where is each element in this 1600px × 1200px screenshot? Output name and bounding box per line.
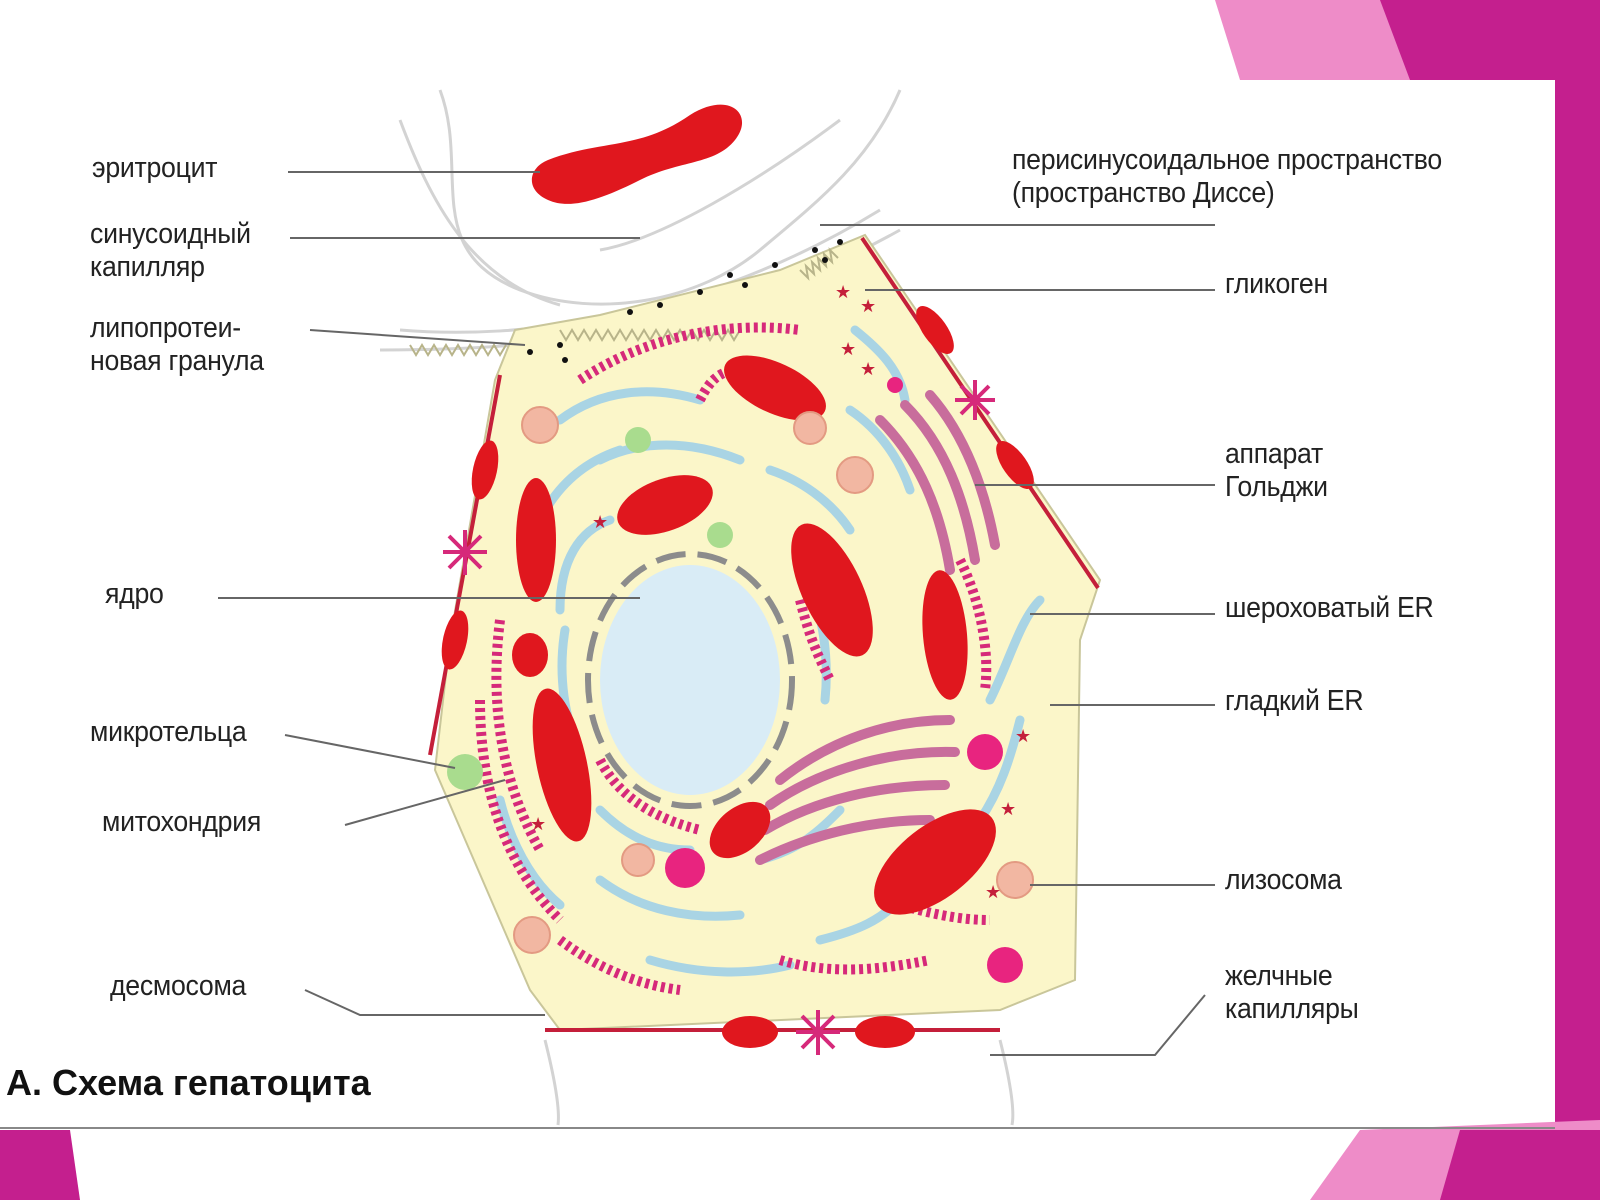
label-golgi: аппарат Гольджи: [1225, 438, 1328, 504]
label-golgi-line2: Гольджи: [1225, 471, 1328, 503]
nuclear-envelope: [585, 551, 795, 809]
bile-capillary: [996, 441, 1034, 489]
label-bile-line2: капилляры: [1225, 993, 1359, 1025]
lipoprotein-granules: [527, 239, 843, 363]
nucleus-shape: [600, 565, 780, 795]
label-sinusoid-line2: капилляр: [90, 251, 205, 283]
bile-capillary: [855, 1016, 915, 1048]
label-lysosome: лизосома: [1225, 864, 1342, 896]
desmosome-shape: [443, 380, 995, 1055]
rough-er: [475, 322, 992, 995]
bile-capillary: [471, 440, 499, 500]
mitochondria: [512, 355, 996, 915]
corner-deco-top-magenta: [1380, 0, 1600, 1130]
microvilli: [409, 247, 839, 357]
label-disse-space: перисинусоидальное пространство (простра…: [1012, 144, 1442, 210]
figure-caption: А. Схема гепатоцита: [6, 1062, 371, 1103]
label-nucleus: ядро: [105, 578, 164, 610]
leader-lines: [218, 171, 1215, 1056]
glycogen-granules: ★★★ ★★★ ★★★: [530, 282, 1031, 903]
neighbour-cell-outline: [543, 1039, 1015, 1126]
bile-capillary: [916, 306, 954, 354]
label-lipoprotein-line2: новая гранула: [90, 345, 264, 377]
label-mitochondrion: митохондрия: [102, 806, 262, 838]
label-desmosome: десмосома: [110, 970, 247, 1002]
corner-deco-bottom-left: [0, 1130, 80, 1200]
bile-capillary: [722, 1016, 778, 1048]
label-disse-line2: (пространство Диссе): [1012, 177, 1275, 209]
corner-deco-bottom-right-dark: [1440, 1130, 1600, 1200]
label-golgi-line1: аппарат: [1225, 438, 1323, 470]
svg-text:★: ★: [1015, 726, 1031, 747]
microbodies: [447, 427, 733, 790]
lysosomes: [513, 406, 1034, 954]
svg-text:★: ★: [860, 296, 876, 317]
vesicles: [665, 377, 1023, 983]
label-lipoprotein-line1: липопротеи-: [90, 312, 241, 344]
svg-text:★: ★: [860, 359, 876, 380]
label-sinusoid-capillary: синусоидный капилляр: [90, 218, 251, 284]
label-disse-line1: перисинусоидальное пространство: [1012, 144, 1442, 176]
svg-text:★: ★: [1000, 799, 1016, 820]
label-sinusoid-line1: синусоидный: [90, 218, 251, 250]
bile-capillary: [441, 610, 469, 670]
label-bile-capillaries: желчные капилляры: [1225, 960, 1359, 1026]
label-erythrocyte: эритроцит: [92, 152, 218, 184]
golgi-stack: [755, 390, 1000, 865]
label-microbodies: микротельца: [90, 716, 247, 748]
label-bile-line1: желчные: [1225, 960, 1333, 992]
svg-text:★: ★: [592, 512, 608, 533]
label-lipoprotein-granule: липопротеи- новая гранула: [90, 312, 264, 378]
svg-text:★: ★: [835, 282, 851, 303]
svg-text:★: ★: [530, 814, 546, 835]
label-smooth-er: гладкий ER: [1225, 685, 1364, 717]
svg-text:★: ★: [985, 882, 1001, 903]
svg-text:★: ★: [840, 339, 856, 360]
lateral-membrane-right: [860, 236, 1100, 590]
label-rough-er: шероховатый ER: [1225, 592, 1434, 624]
erythrocyte-shape: [531, 104, 743, 204]
label-glycogen: гликоген: [1225, 268, 1328, 300]
